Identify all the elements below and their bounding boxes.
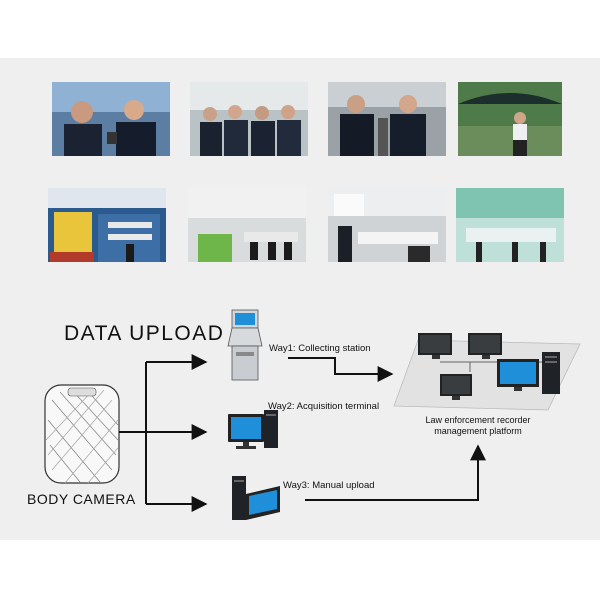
output-arrows: [288, 357, 486, 501]
way3-label: Way3: Manual upload: [283, 480, 375, 491]
body-camera-label: BODY CAMERA: [27, 491, 136, 507]
platform-label: Law enforcement recorder management plat…: [425, 415, 531, 436]
platform-icon: [393, 333, 581, 411]
branch-arrows: [119, 354, 208, 512]
diagram-title: DATA UPLOAD: [64, 322, 225, 345]
photo-police-patrol: [328, 82, 446, 156]
way1-label: Way1: Collecting station: [269, 343, 371, 354]
photo-guard-umbrella: [458, 82, 576, 156]
photo-office-desks: [188, 188, 306, 262]
photo-police-group-indoor: [190, 82, 308, 156]
photo-police-reporters: [52, 82, 170, 156]
desktop-computer-icon: [228, 410, 278, 449]
photo-sjcam-store: [48, 188, 166, 262]
way2-label: Way2: Acquisition terminal: [268, 401, 380, 412]
pc-with-monitor-icon: [232, 476, 280, 520]
kiosk-icon: [227, 309, 263, 381]
body-camera-icon: [44, 384, 120, 484]
photo-service-hall: [456, 188, 574, 262]
photo-meeting-room: [328, 188, 446, 262]
